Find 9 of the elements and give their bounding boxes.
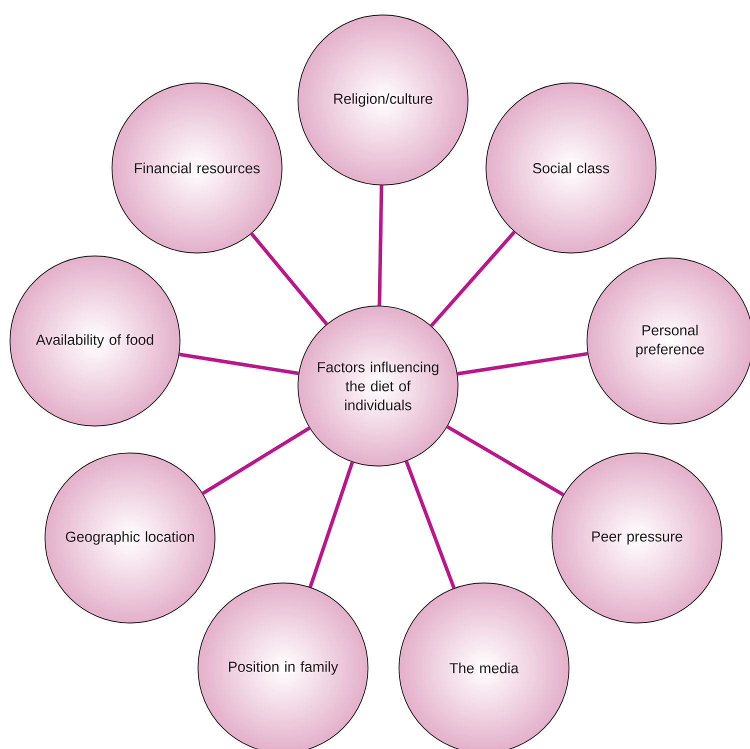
connector-line	[378, 185, 384, 306]
connector-line	[446, 425, 564, 496]
connector-line	[308, 462, 354, 588]
connector-line	[457, 352, 588, 376]
connector-line	[250, 232, 328, 326]
connector-line	[430, 230, 516, 327]
connector-line	[404, 460, 456, 589]
connector-line	[179, 352, 299, 376]
connector-line	[202, 426, 310, 495]
